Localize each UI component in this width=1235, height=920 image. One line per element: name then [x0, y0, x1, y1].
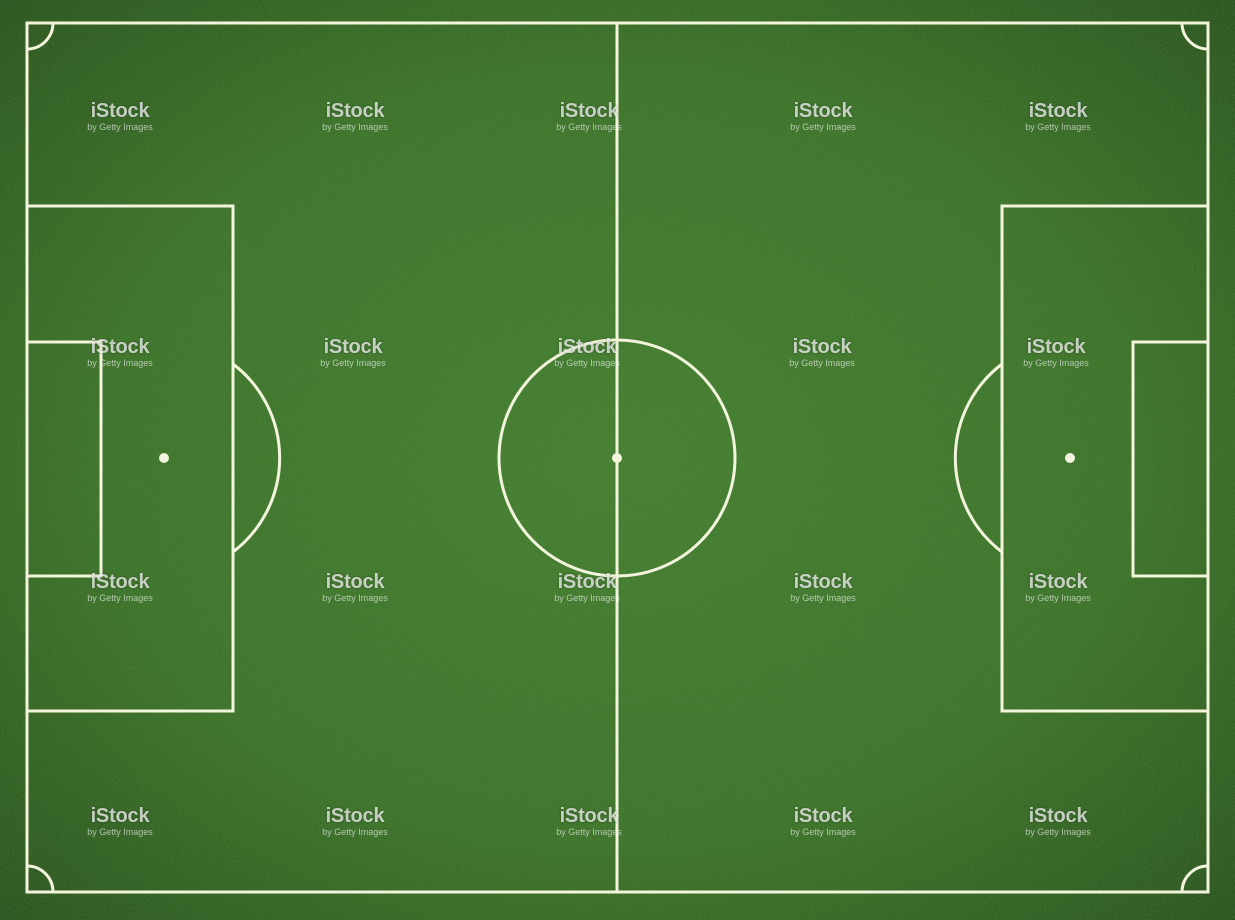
right-penalty-spot	[1065, 453, 1075, 463]
corner-arc-bottom-left	[26, 864, 55, 893]
corner-arc-top-left	[26, 22, 55, 51]
right-goal-area	[1131, 340, 1208, 578]
left-penalty-area	[27, 204, 235, 713]
center-circle	[497, 338, 737, 578]
left-penalty-spot	[159, 453, 169, 463]
center-spot	[612, 453, 622, 463]
left-goal-area	[27, 340, 103, 578]
pitch-lines	[25, 21, 1210, 894]
corner-arc-bottom-right	[1180, 864, 1209, 893]
right-penalty-area	[1000, 204, 1208, 713]
left-penalty-arc	[232, 362, 282, 554]
corner-arc-top-right	[1180, 22, 1209, 51]
pitch-spots	[159, 453, 1075, 463]
right-penalty-arc	[953, 362, 1003, 554]
